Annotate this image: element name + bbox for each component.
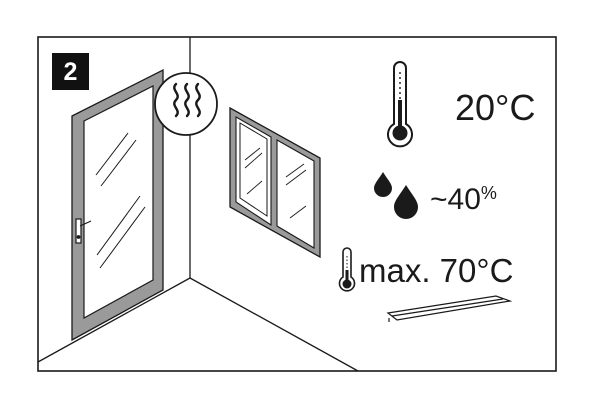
small-thermometer-icon <box>338 247 356 292</box>
step-number: 2 <box>64 58 78 86</box>
heat-waves-icon <box>154 72 218 136</box>
thermometer-icon <box>387 61 413 148</box>
humidity-unit: % <box>481 183 497 203</box>
door-handle <box>75 218 92 244</box>
step-badge: 2 <box>52 53 89 90</box>
heater-icon <box>386 295 513 322</box>
window <box>229 106 321 259</box>
humidity-value: ~40% <box>430 183 497 216</box>
water-droplets-icon <box>374 172 418 219</box>
max-temperature-value: max. 70°C <box>359 252 513 289</box>
temperature-value: 20°C <box>455 87 535 128</box>
door <box>71 68 164 342</box>
